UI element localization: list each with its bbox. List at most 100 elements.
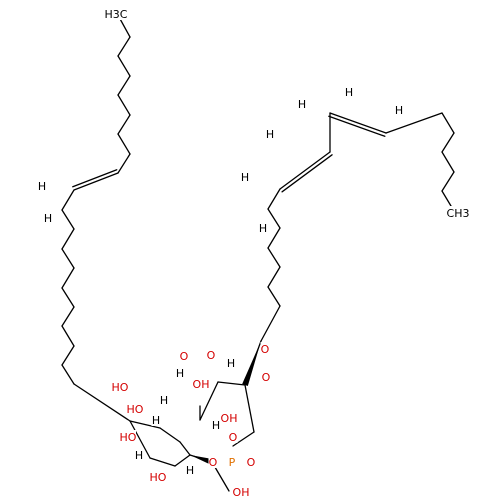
bond-49 [129, 420, 151, 459]
bond-25 [385, 112, 443, 134]
double-bond-2 [281, 154, 333, 193]
label-bg-o-carbonyl-1 [179, 349, 189, 362]
bond-18 [61, 364, 75, 385]
bond-45 [159, 427, 181, 443]
bond-28 [279, 151, 331, 190]
label-bg-o-phos-1 [228, 430, 238, 443]
atom-label-p: P [229, 456, 236, 469]
atom-label-o-carbonyl-2: O [261, 343, 270, 356]
bond-47 [174, 454, 191, 467]
atom-label-o-carbonyl-1: O [180, 350, 189, 363]
atom-label-h-b4: H [345, 86, 353, 99]
label-bg-h-ring-3 [211, 418, 221, 431]
bond-39 [244, 384, 255, 433]
double-bond-1 [328, 115, 386, 137]
atom-label-h-b1: H [298, 98, 306, 111]
label-bg-h-ring-6 [185, 463, 195, 476]
label-bg-o-ester-2 [261, 370, 271, 383]
label-bg-oh-6 [150, 470, 166, 483]
atom-label-o-phos-2: O [209, 456, 218, 469]
atom-label-h-b6: H [259, 222, 267, 235]
bond-7 [117, 153, 131, 174]
atom-label-oh-3: HO [127, 403, 144, 416]
bond-30 [267, 208, 281, 229]
bond-2 [117, 55, 131, 77]
atom-label-o-ester-1: O [207, 349, 216, 362]
label-bg-h-b6 [258, 221, 268, 234]
label-bg-o-phos-oh [233, 485, 249, 498]
atom-label-oh-1: HO [112, 381, 129, 394]
bond-15 [61, 306, 75, 327]
atom-label-o-phos-oh: OH [233, 486, 250, 499]
bond-9 [61, 189, 75, 211]
label-bg-h-b3 [265, 127, 275, 140]
bond-17 [61, 345, 75, 366]
bond-34 [267, 286, 281, 307]
bond-22 [441, 151, 455, 173]
atom-label-oh-2: OH [193, 378, 210, 391]
bond-11 [61, 228, 75, 250]
atom-label-o-phos-1: O [229, 431, 238, 444]
bond-4 [117, 94, 131, 116]
wedge-bond-0 [242, 341, 261, 387]
label-bg-me2 [446, 206, 470, 219]
atom-label-o-ester-2: O [262, 371, 271, 384]
atom-label-h-a1: H [38, 180, 46, 193]
label-bg-h-b4 [344, 85, 354, 98]
bond-6 [117, 133, 131, 155]
atom-label-h-ring-5: H [135, 449, 143, 462]
atom-label-h-ring-4: H [152, 414, 160, 427]
bond-31 [267, 227, 281, 249]
atom-label-oh-6: HO [150, 471, 167, 484]
bond-lines [61, 16, 455, 492]
bond-37 [217, 381, 246, 386]
bond-26 [329, 112, 387, 134]
bond-38 [199, 381, 219, 421]
label-bg-oh-4 [221, 411, 237, 424]
bond-13 [61, 267, 75, 289]
atom-label-h-b3: H [266, 128, 274, 141]
bond-1 [117, 36, 131, 57]
atom-label-h-a2: H [44, 212, 52, 225]
atom-label-h-ring-2: H [160, 394, 168, 407]
atom-label-me2: CH3 [447, 207, 470, 220]
bond-14 [61, 287, 75, 308]
label-bg-me1 [104, 7, 128, 20]
label-bg-h-b1 [297, 97, 307, 110]
label-bg-o-carbonyl-2 [260, 342, 270, 355]
label-bg-o-phos-dbl [246, 455, 256, 468]
atom-label-h-b2: H [395, 104, 403, 117]
label-bg-oh-2 [193, 377, 209, 390]
atom-label-oh-4: OH [221, 412, 238, 425]
atom-label-me1: H3C [105, 8, 128, 21]
double-bond-0 [72, 169, 118, 188]
label-bg-oh-1 [112, 380, 128, 393]
bond-33 [267, 266, 281, 288]
bond-0 [118, 16, 131, 38]
atom-label-h-ring-6: H [186, 464, 194, 477]
bond-23 [441, 132, 455, 153]
bond-3 [117, 75, 131, 96]
bond-10 [61, 209, 75, 230]
label-bg-h-glycerol [226, 356, 236, 369]
label-bg-o-ester-1 [206, 348, 216, 361]
bond-46 [179, 441, 191, 456]
label-bg-oh-5 [120, 430, 136, 443]
label-bg-h-ring-2 [159, 393, 169, 406]
bond-16 [61, 325, 75, 347]
bond-21 [441, 171, 455, 192]
label-bg-h-b2 [394, 103, 404, 116]
bond-29 [267, 188, 281, 210]
label-bg-h-a2 [43, 211, 53, 224]
bond-8 [73, 172, 119, 191]
bond-48 [149, 457, 176, 467]
bond-5 [117, 114, 131, 135]
label-bg-p [227, 455, 237, 468]
label-bg-o-phos-2 [208, 455, 218, 468]
bond-32 [267, 247, 281, 268]
atom-label-h-ring-3: H [212, 419, 220, 432]
label-bg-h-ring-1 [175, 366, 185, 379]
bond-40 [232, 431, 255, 447]
